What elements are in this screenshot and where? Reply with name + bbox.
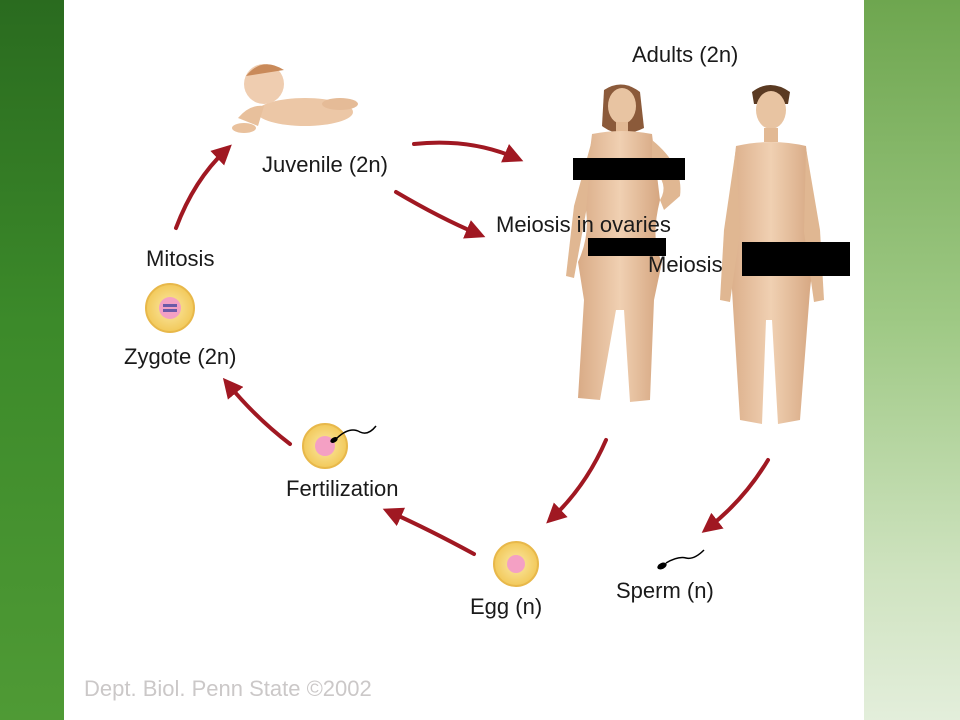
zygote-label: Zygote (2n) [124, 344, 237, 369]
male-figure [720, 85, 824, 424]
sperm-icon [657, 549, 705, 570]
juvenile-label: Juvenile (2n) [262, 152, 388, 177]
arrow-fertilization-to-zygote [222, 377, 292, 446]
fertilized-egg-icon [302, 423, 377, 469]
arrow-mitosis-to-juvenile [174, 144, 232, 230]
redaction-bar [573, 158, 685, 180]
sperm-label: Sperm (n) [616, 578, 714, 603]
egg-label: Egg (n) [470, 594, 543, 619]
arrow-female-to-egg [546, 438, 608, 524]
left-green-border [0, 0, 64, 720]
meiosis-testes-label: Meiosis [648, 252, 723, 277]
arrow-egg-to-fertilization [382, 507, 476, 556]
redaction-bar [742, 242, 850, 276]
arrow-juvenile-to-meiosis [394, 190, 486, 239]
meiosis-ovaries-label: Meiosis in ovaries [496, 212, 671, 237]
egg-cell-icon [493, 541, 539, 587]
redaction-bar [588, 238, 666, 256]
fertilization-label: Fertilization [286, 476, 399, 501]
credit-footer: Dept. Biol. Penn State ©2002 [84, 676, 372, 701]
baby-illustration [232, 64, 358, 133]
cycle-arrows [174, 140, 770, 556]
adults-label: Adults (2n) [632, 42, 739, 67]
diagram-canvas [64, 0, 864, 720]
zygote-cell-icon [145, 283, 195, 333]
mitosis-label: Mitosis [146, 246, 215, 271]
right-green-border [864, 0, 960, 720]
arrow-juvenile-to-adults [412, 140, 524, 163]
arrow-male-to-sperm [701, 458, 770, 533]
